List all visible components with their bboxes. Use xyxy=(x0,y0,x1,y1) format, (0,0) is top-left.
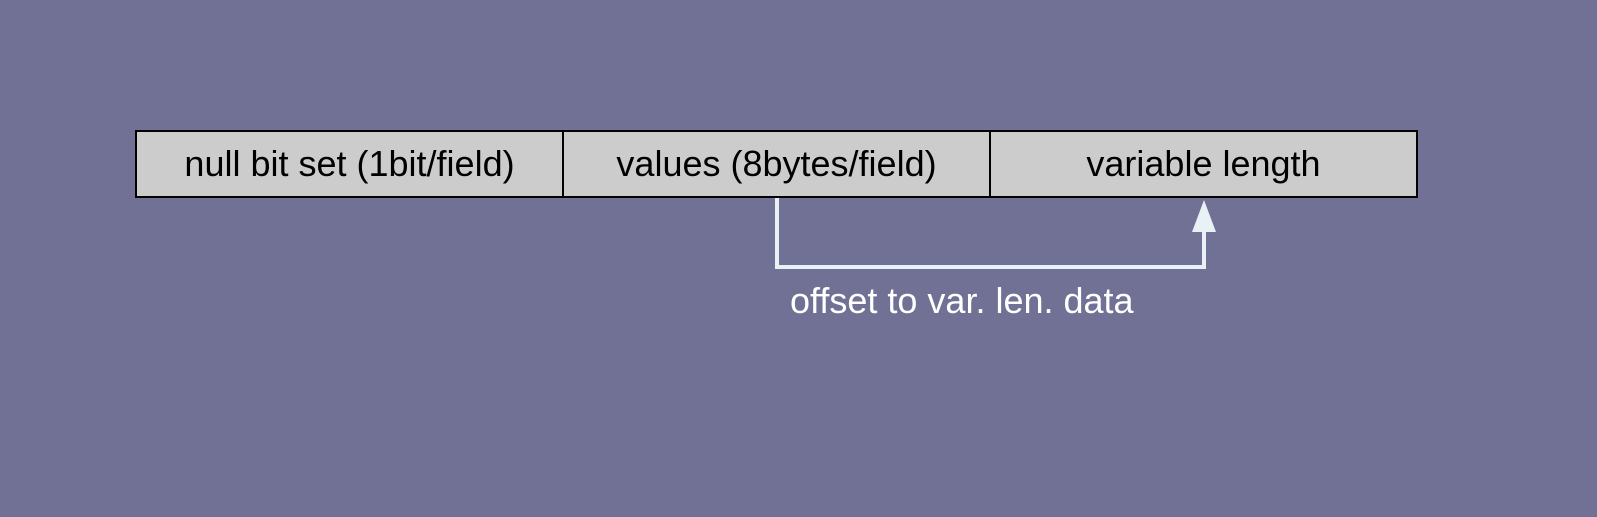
row-format: null bit set (1bit/field) values (8bytes… xyxy=(135,130,1418,198)
offset-arrow-line xyxy=(775,198,1206,269)
offset-arrow-head xyxy=(1192,200,1216,232)
segment-null-bit-set: null bit set (1bit/field) xyxy=(137,132,562,196)
offset-label: offset to var. len. data xyxy=(790,280,1134,321)
segment-variable-length: variable length xyxy=(989,132,1416,196)
segment-label: values (8bytes/field) xyxy=(616,143,937,184)
segment-values: values (8bytes/field) xyxy=(562,132,989,196)
segment-label: variable length xyxy=(1086,143,1321,184)
segment-label: null bit set (1bit/field) xyxy=(184,143,515,184)
